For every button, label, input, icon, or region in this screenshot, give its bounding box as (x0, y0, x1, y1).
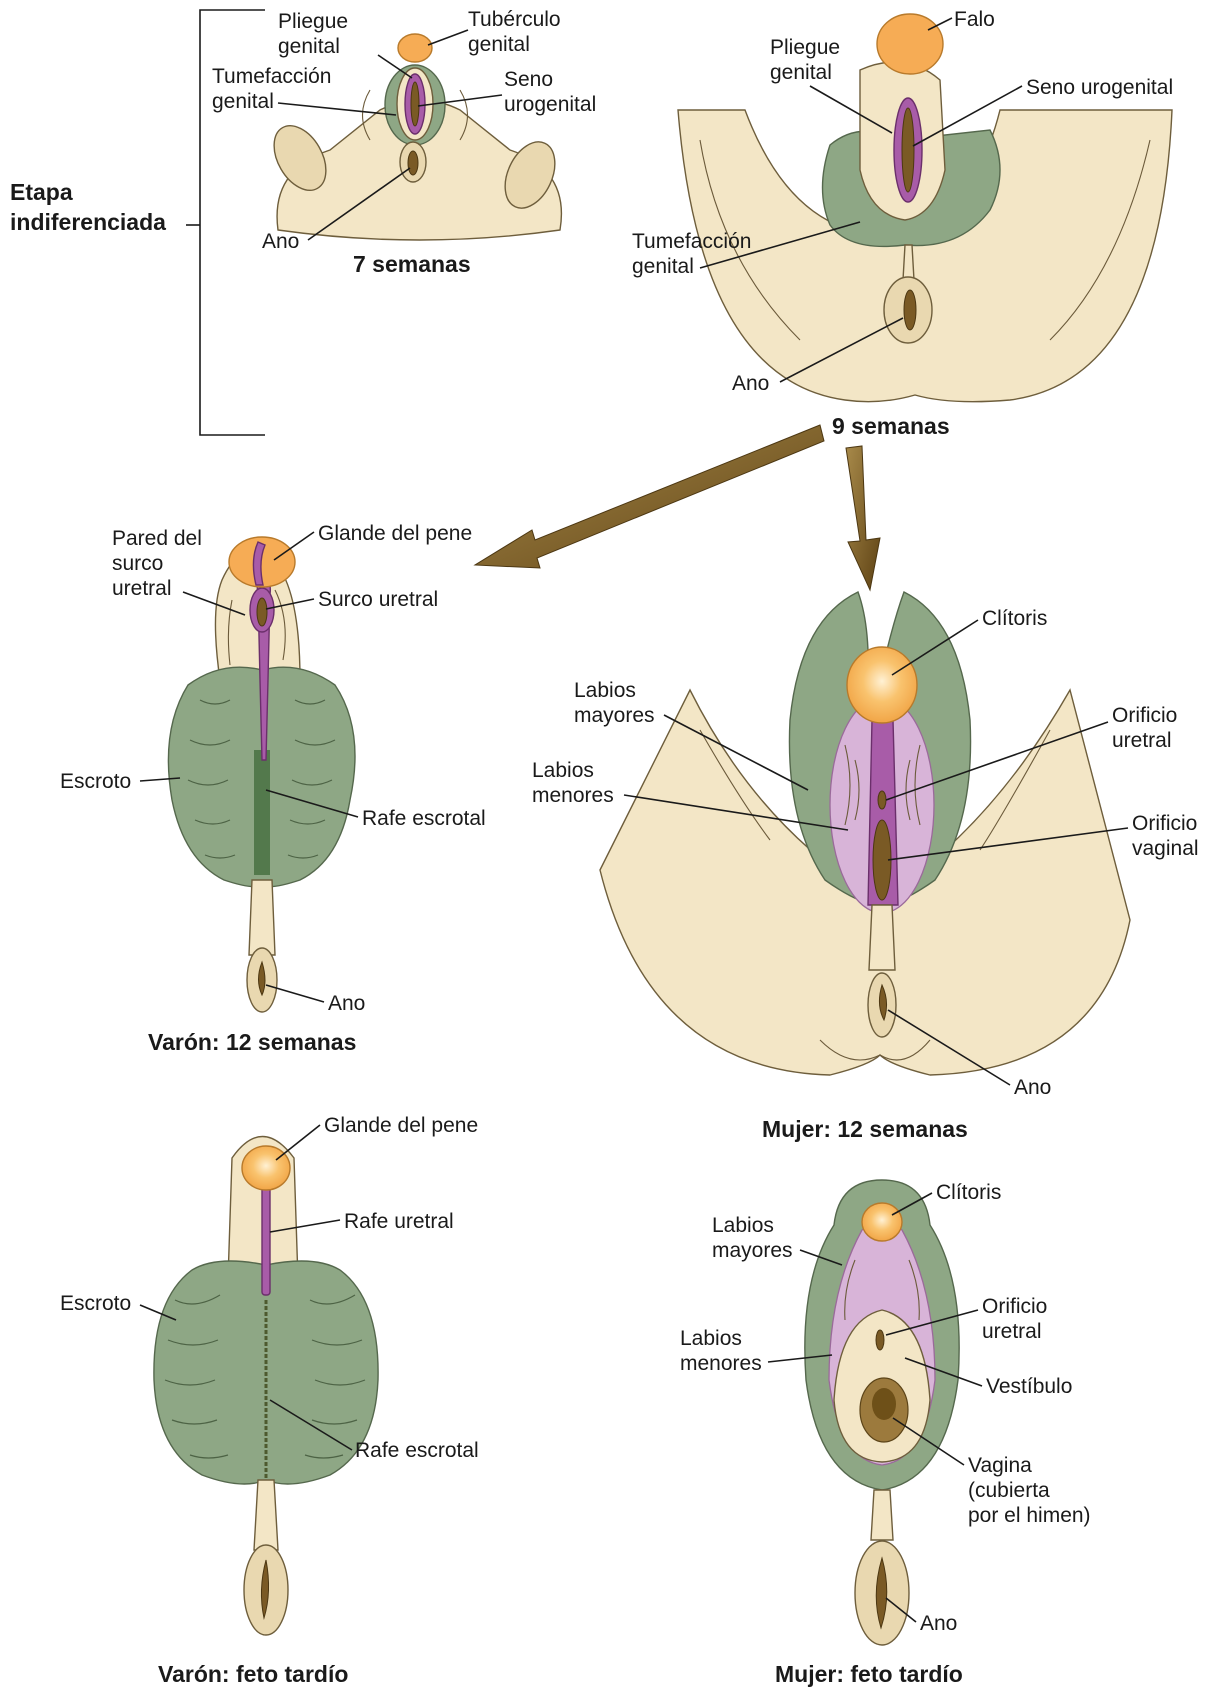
w7-label-ano: Ano (262, 230, 299, 253)
w7-title: 7 semanas (353, 251, 471, 277)
arrow-to-female (846, 446, 880, 590)
mlate-glans (242, 1146, 290, 1190)
m12-scrotal-raphe (254, 750, 270, 875)
m12-label-glande: Glande del pene (318, 522, 472, 545)
w7-label-seno-1: Seno (504, 68, 553, 91)
w7-label-tumefaccion-1: Tumefacción (212, 65, 331, 88)
flate-label-vestibulo: Vestíbulo (986, 1375, 1072, 1398)
panel-female-12-weeks: Clítoris Labios mayores Orificio uretral… (532, 592, 1199, 1142)
panel-female-late-fetus: Clítoris Labios mayores Orificio uretral… (680, 1180, 1091, 1687)
flate-label-vagina-1: Vagina (968, 1454, 1032, 1477)
f12-label-orif-uretral-1: Orificio (1112, 704, 1177, 727)
w9-label-tumefaccion-2: genital (632, 255, 694, 278)
f12-label-orif-vaginal-1: Orificio (1132, 812, 1197, 835)
flate-label-vagina-2: (cubierta (968, 1479, 1050, 1502)
w7-label-tumefaccion-2: genital (212, 90, 274, 113)
bracket-label-line1: Etapa (10, 179, 73, 205)
arrow-to-male (475, 425, 824, 568)
w7-label-pliegue-1: Pliegue (278, 10, 348, 33)
mlate-label-glande: Glande del pene (324, 1114, 478, 1137)
flate-urethral-orifice (876, 1330, 884, 1350)
panel-male-late-fetus: Glande del pene Rafe uretral Escroto Raf… (60, 1114, 479, 1687)
flate-label-vagina-3: por el himen) (968, 1504, 1091, 1527)
f12-urethral-orifice (878, 791, 886, 809)
m12-title: Varón: 12 semanas (148, 1029, 356, 1055)
w9-title: 9 semanas (832, 413, 950, 439)
w7-label-tuberculo-1: Tubérculo (468, 8, 561, 31)
flate-label-clitoris: Clítoris (936, 1181, 1001, 1204)
f12-label-labios-men-2: menores (532, 784, 614, 807)
w9-label-pliegue-2: genital (770, 61, 832, 84)
f12-clitoris (847, 647, 917, 723)
f12-label-orif-uretral-2: uretral (1112, 729, 1172, 752)
m12-label-rafe: Rafe escrotal (362, 807, 486, 830)
f12-label-labios-may-1: Labios (574, 679, 636, 702)
w9-label-seno: Seno urogenital (1026, 76, 1173, 99)
mlate-urethral-raphe (262, 1185, 270, 1295)
w9-label-tumefaccion-1: Tumefacción (632, 230, 751, 253)
f12-label-clitoris: Clítoris (982, 607, 1047, 630)
mlate-title: Varón: feto tardío (158, 1661, 348, 1687)
f12-label-orif-vaginal-2: vaginal (1132, 837, 1199, 860)
flate-label-orif-uretral-2: uretral (982, 1320, 1042, 1343)
mlate-label-escroto: Escroto (60, 1292, 131, 1315)
m12-label-escroto: Escroto (60, 770, 131, 793)
w7-anus (408, 151, 418, 175)
flate-label-orif-uretral-1: Orificio (982, 1295, 1047, 1318)
development-arrows (475, 425, 880, 590)
bracket-label-line2: indiferenciada (10, 209, 166, 235)
w7-label-seno-2: urogenital (504, 93, 596, 116)
flate-clitoris (862, 1203, 902, 1241)
flate-title: Mujer: feto tardío (775, 1661, 963, 1687)
f12-title: Mujer: 12 semanas (762, 1116, 968, 1142)
f12-label-ano: Ano (1014, 1076, 1051, 1099)
flate-label-labios-may-1: Labios (712, 1214, 774, 1237)
m12-label-ano: Ano (328, 992, 365, 1015)
flate-label-labios-men-2: menores (680, 1352, 762, 1375)
w7-genital-tubercle (398, 34, 432, 62)
w7-label-pliegue-2: genital (278, 35, 340, 58)
flate-label-labios-may-2: mayores (712, 1239, 793, 1262)
w9-label-falo: Falo (954, 8, 995, 31)
w9-phallus (877, 14, 943, 74)
f12-label-labios-men-1: Labios (532, 759, 594, 782)
f12-label-labios-may-2: mayores (574, 704, 655, 727)
panel-7-weeks: Pliegue genital Tubérculo genital Tumefa… (212, 8, 596, 277)
w7-label-tuberculo-2: genital (468, 33, 530, 56)
m12-label-pared-1: Pared del (112, 527, 202, 550)
panel-9-weeks: Falo Pliegue genital Seno urogenital Tum… (632, 8, 1173, 439)
m12-label-pared-2: surco (112, 552, 163, 575)
m12-label-pared-3: uretral (112, 577, 172, 600)
panel-male-12-weeks: Pared del surco uretral Glande del pene … (60, 522, 486, 1055)
w9-label-ano: Ano (732, 372, 769, 395)
flate-label-labios-men-1: Labios (680, 1327, 742, 1350)
m12-label-surco: Surco uretral (318, 588, 438, 611)
w9-label-pliegue-1: Pliegue (770, 36, 840, 59)
mlate-label-rafe-escrotal: Rafe escrotal (355, 1439, 479, 1462)
mlate-label-rafe-uretral: Rafe uretral (344, 1210, 454, 1233)
flate-label-ano: Ano (920, 1612, 957, 1635)
w9-anus (904, 290, 916, 330)
